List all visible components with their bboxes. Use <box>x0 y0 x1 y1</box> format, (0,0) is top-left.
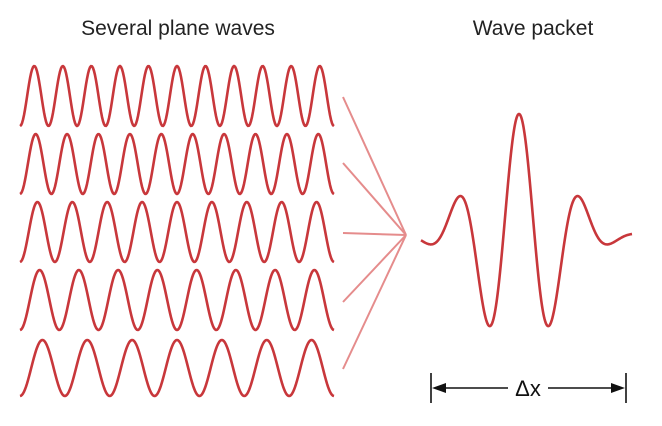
plane-wave-5 <box>19 338 335 398</box>
plane-waves-title: Several plane waves <box>81 17 275 40</box>
plane-waves-group <box>19 64 335 398</box>
delta-x-right-arrowhead <box>611 383 625 393</box>
plane-wave-3 <box>19 200 335 264</box>
wave-packet-curve <box>420 112 633 328</box>
delta-x-label: Δx <box>515 376 541 401</box>
connector-line-1 <box>342 96 407 236</box>
connector-lines <box>342 96 407 370</box>
plane-wave-2 <box>19 132 335 196</box>
connector-line-4 <box>342 234 407 303</box>
wave-packet-title: Wave packet <box>473 17 594 40</box>
delta-x-indicator: Δx <box>430 373 627 403</box>
connector-line-2 <box>342 162 407 236</box>
connector-line-3 <box>342 232 407 236</box>
plane-wave-4 <box>19 268 335 332</box>
delta-x-left-arrowhead <box>432 383 446 393</box>
connector-line-5 <box>342 234 407 370</box>
plane-wave-1 <box>19 64 335 128</box>
